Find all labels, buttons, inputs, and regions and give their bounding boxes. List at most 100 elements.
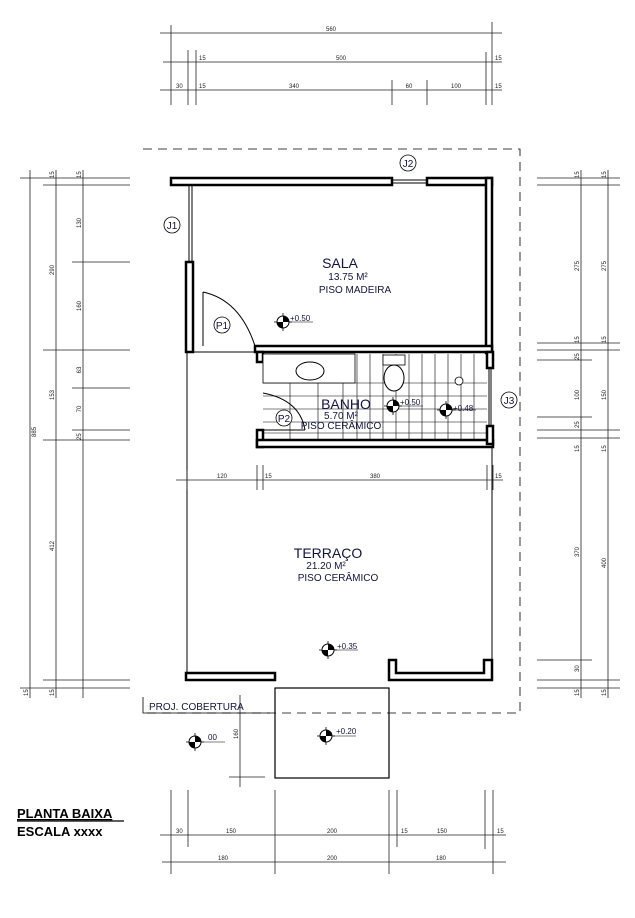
room-name: BANHO [321,396,371,412]
wall-left-sala [184,260,195,354]
dimensions-top [160,22,502,105]
room-floor: PISO MADEIRA [319,285,392,296]
room-floor: PISO CERÂMICO [298,571,379,584]
dim-label: 290 [50,264,56,275]
roof-projection: PROJ. COBERTURA [142,148,521,714]
tag-p2: P2 [278,414,291,425]
dim-label: 100 [451,84,462,90]
dim-label: 63 [77,366,83,373]
dim-label: 180 [436,856,447,862]
level-exterior: 00 [208,733,217,742]
roof-projection-label: PROJ. COBERTURA [149,702,244,713]
dim-label: 400 [602,557,608,568]
dim-label: 15 [199,56,206,62]
wall-bath-right-bottom [485,424,495,446]
tag-p1: P1 [216,321,229,332]
dim-label: 150 [437,829,448,835]
toilet-icon [383,364,405,392]
dim-label: 15 [602,336,608,343]
dim-label: 15 [602,689,608,696]
window-j2 [392,179,427,184]
dim-label: 275 [575,260,581,271]
dim-label: 15 [199,84,206,90]
dim-label: 15 [24,689,30,696]
toilet-tank-icon [382,354,406,366]
room-area: 5.70 M² [324,411,359,422]
level-step: +0.20 [336,727,357,736]
wall-right-sala [484,176,494,355]
window-j1 [188,185,193,262]
dim-label: 15 [495,474,502,480]
room-name: SALA [322,255,358,271]
dim-label: 15 [50,689,56,696]
wall-bath-bottom [255,438,495,449]
dim-label: 15 [497,829,504,835]
dim-left-overall: 885 [32,426,38,437]
level-sala: +0.50 [290,314,311,323]
dim-label: 30 [176,84,183,90]
tag-j3: J3 [504,396,515,407]
room-area: 21.20 M² [306,561,346,572]
dim-label: 25 [575,421,581,428]
wall-sala-bath [253,344,494,354]
dim-label: 30 [176,829,183,835]
door-p2 [262,392,306,431]
dim-label: 15 [602,171,608,178]
room-name: TERRAÇO [294,545,363,561]
walls [169,176,495,779]
dimensions-middle [176,465,503,490]
dim-label: 412 [50,540,56,551]
wall-bath-left-top [255,350,265,364]
drawing-scale: ESCALA xxxx [17,824,103,839]
dim-top-overall: 560 [326,27,337,33]
dim-label: 15 [495,56,502,62]
entry-step [274,687,390,779]
room-terraco: TERRAÇO 21.20 M² PISO CERÂMICO [294,545,379,584]
dim-label: 160 [234,728,240,739]
level-banho-b: +0.48 [453,404,474,413]
level-terraco: +0.35 [337,642,358,651]
dim-label: 180 [218,856,229,862]
dim-label: 15 [575,171,581,178]
dim-label: 120 [217,474,228,480]
dim-label: 100 [575,389,581,400]
dim-label: 150 [602,389,608,400]
room-sala: SALA 13.75 M² PISO MADEIRA [319,255,392,296]
wall-top-right [425,176,494,187]
sink-icon [295,361,325,381]
dim-label: 15 [575,336,581,343]
dim-label: 30 [575,665,581,672]
dim-label: 153 [50,389,56,400]
dim-label: 200 [327,856,338,862]
tag-j1: J1 [167,221,178,232]
dim-label: 160 [77,300,83,311]
dim-label: 200 [327,829,338,835]
dim-label: 70 [77,405,83,412]
tags [163,154,518,427]
dim-label: 60 [406,84,413,90]
dim-label: 15 [575,689,581,696]
dim-label: 15 [401,829,408,835]
dim-label: 15 [265,474,272,480]
dim-label: 15 [495,84,502,90]
drawing-title: PLANTA BAIXA [17,806,113,821]
wall-top-left [169,176,394,187]
dimension-step [229,695,265,787]
level-marker-icon [185,732,226,752]
wall-bath-right-top [485,350,495,370]
dim-label: 130 [77,217,83,228]
room-floor: PISO CERÂMICO [301,419,382,432]
dim-label: 15 [50,171,56,178]
wall-terrace-bottom-right [387,658,494,682]
dim-label: 15 [575,445,581,452]
dim-label: 15 [602,445,608,452]
dimensions-bottom [160,790,506,874]
level-banho-a: +0.50 [400,398,421,407]
dim-label: 340 [289,84,300,90]
shower-drain-icon [454,376,464,386]
dim-label: 370 [575,546,581,557]
dim-label: 275 [602,260,608,271]
dim-label: 25 [575,353,581,360]
dimensions-right [537,170,620,698]
